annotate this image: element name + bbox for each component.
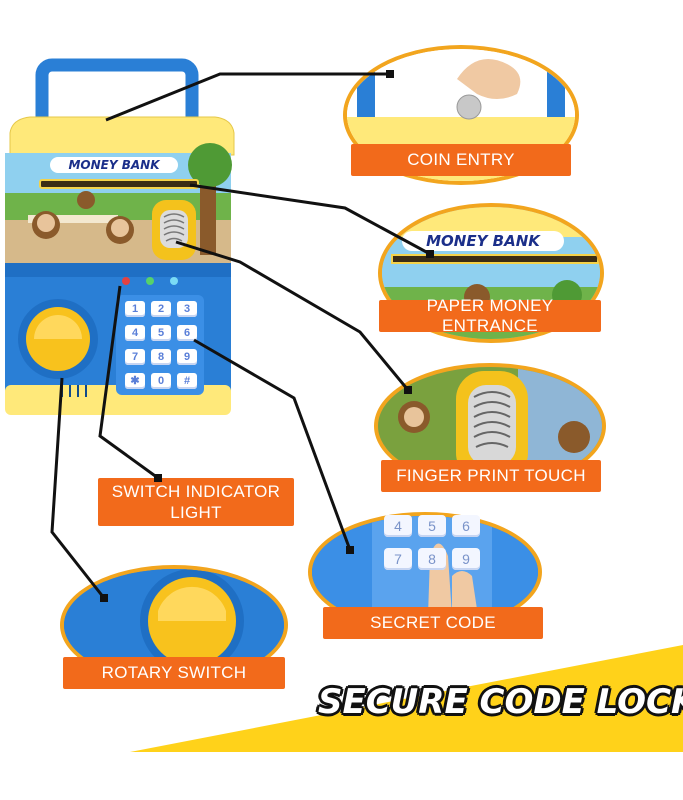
- finger-print-label: FINGER PRINT TOUCH: [381, 460, 601, 492]
- zoom-keypad-key: 8: [418, 548, 446, 570]
- keypad-key: 1: [125, 301, 145, 317]
- keypad-key: ✱: [125, 373, 145, 389]
- paper-money-brand-label: MONEY BANK: [402, 231, 564, 251]
- keypad-key: #: [177, 373, 197, 389]
- zoom-keypad-key: 6: [452, 515, 480, 537]
- paper-money-brand-text: MONEY BANK: [426, 232, 540, 250]
- money-bank-illustration: [5, 58, 235, 415]
- paper-money-label: PAPER MONEY ENTRANCE: [379, 296, 601, 335]
- zoom-keypad-key: 7: [384, 548, 412, 570]
- money-bank-product: [0, 55, 240, 435]
- keypad-key: 6: [177, 325, 197, 341]
- secure-code-lock-banner: SECURE CODE LOCK: [318, 682, 683, 722]
- zoom-keypad-key: 4: [384, 515, 412, 537]
- keypad-key: 5: [151, 325, 171, 341]
- keypad-key: 2: [151, 301, 171, 317]
- zoom-keypad-key: 5: [418, 515, 446, 537]
- keypad-key: 0: [151, 373, 171, 389]
- keypad-key: 4: [125, 325, 145, 341]
- switch-indicator-line1: SWITCH INDICATOR: [111, 482, 281, 501]
- secret-code-label: SECRET CODE: [323, 607, 543, 639]
- brand-label: MONEY BANK: [50, 157, 178, 173]
- keypad-key: 9: [177, 349, 197, 365]
- coin-entry-label: COIN ENTRY: [351, 144, 571, 176]
- rotary-switch-label: ROTARY SWITCH: [63, 657, 285, 689]
- keypad-key: 7: [125, 349, 145, 365]
- keypad-key: 8: [151, 349, 171, 365]
- switch-indicator-line2: LIGHT: [170, 503, 222, 522]
- switch-indicator-label: SWITCH INDICATOR LIGHT: [98, 478, 294, 526]
- keypad-key: 3: [177, 301, 197, 317]
- zoom-keypad-key: 9: [452, 548, 480, 570]
- brand-label-text: MONEY BANK: [68, 158, 160, 172]
